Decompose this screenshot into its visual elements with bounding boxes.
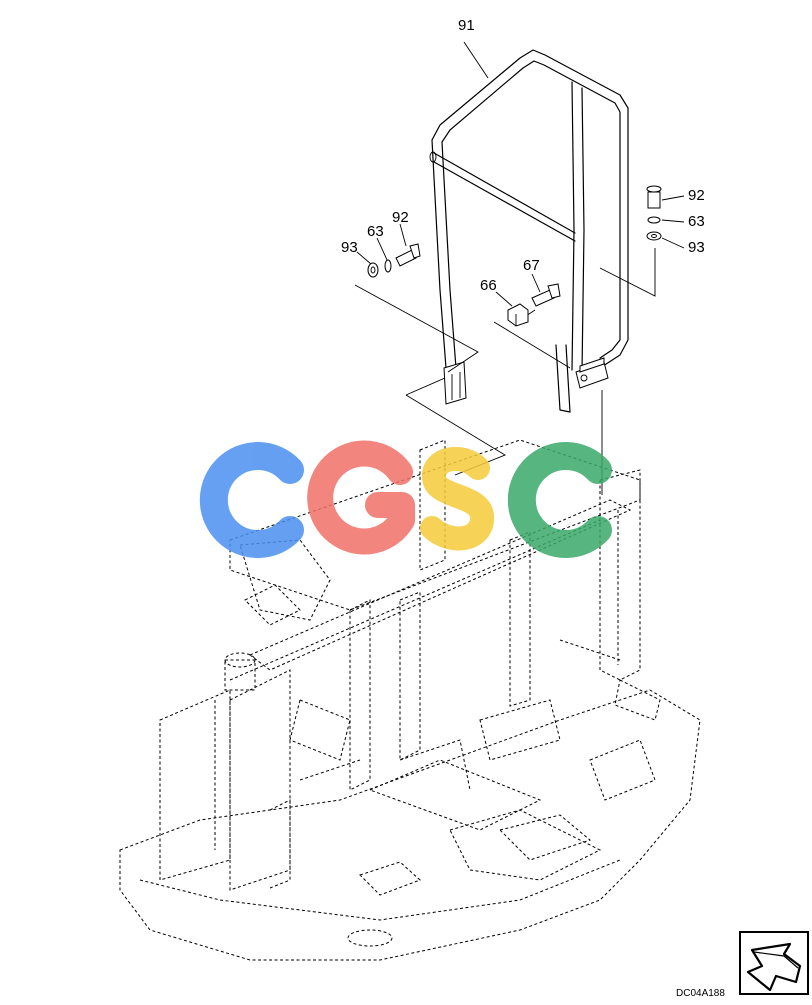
washer-93-icon <box>367 262 379 278</box>
callout-93-right: 93 <box>688 239 705 256</box>
callout-labels: 91 93 63 92 66 67 92 63 93 <box>341 17 705 294</box>
guard-frame-part-91 <box>429 49 629 413</box>
callout-91: 91 <box>458 17 475 34</box>
callout-63-left: 63 <box>367 223 384 240</box>
lock-washer-63-right-icon <box>647 216 661 224</box>
hardware-left-set <box>367 243 421 278</box>
callout-92-right: 92 <box>688 187 705 204</box>
cgsc-watermark-logo <box>199 440 612 558</box>
watermark-letter-s-2 <box>420 447 494 551</box>
drawing-code: DC04A188 <box>676 988 725 999</box>
bolt-92-right-icon <box>647 191 661 209</box>
hardware-right-set <box>646 185 662 241</box>
assembly-lines <box>354 41 685 495</box>
callout-63-right: 63 <box>688 213 705 230</box>
cab-direction-arrow-icon <box>739 931 809 995</box>
callout-92-left: 92 <box>392 209 409 226</box>
callout-67: 67 <box>523 257 540 274</box>
watermark-letter-c-3 <box>507 442 612 558</box>
watermark-letter-c-0 <box>199 442 304 558</box>
lock-washer-63-icon <box>384 259 392 273</box>
bolt-92-icon <box>395 249 417 267</box>
watermark-letter-g-1 <box>307 440 415 555</box>
hardware-middle-set <box>507 283 561 327</box>
washer-93-right-icon <box>646 231 662 241</box>
callout-66: 66 <box>480 277 497 294</box>
callout-93-left: 93 <box>341 239 358 256</box>
block-66-icon <box>507 303 529 327</box>
machine-frame-dashed <box>119 439 701 961</box>
